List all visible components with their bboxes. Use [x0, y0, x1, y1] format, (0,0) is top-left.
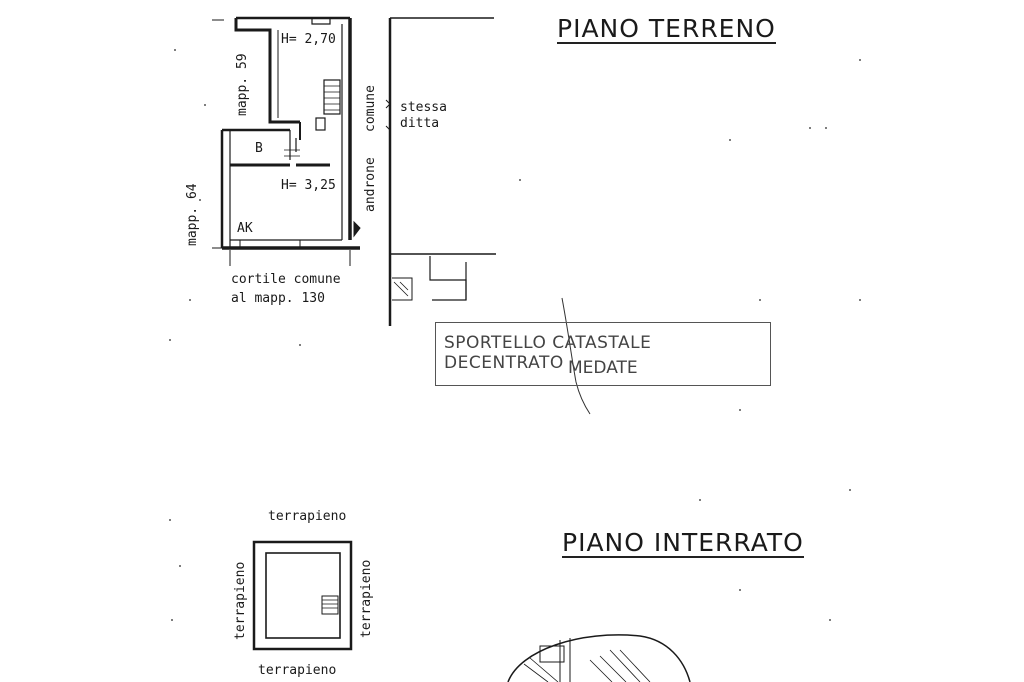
label-room-b: B — [255, 141, 263, 156]
title-piano-terreno: PIANO TERRENO — [557, 14, 776, 44]
label-terrapieno-left: terrapieno — [233, 561, 248, 640]
label-height-upper: H= 2,70 — [281, 32, 336, 47]
label-mapp-130: al mapp. 130 — [231, 291, 325, 306]
drawing-sheet — [160, 0, 860, 682]
label-comune: comune — [363, 85, 378, 132]
label-room-ak: AK — [237, 221, 253, 236]
label-mapp-64: mapp. 64 — [185, 183, 200, 246]
cadastral-office-stamp: SPORTELLO CATASTALE DECENTRATO MEDATE — [435, 322, 771, 386]
label-height-lower: H= 3,25 — [281, 178, 336, 193]
label-terrapieno-top: terrapieno — [268, 509, 347, 524]
label-mapp-59: mapp. 59 — [235, 53, 250, 116]
label-terrapieno-bottom: terrapieno — [258, 663, 337, 678]
stamp-town: MEDATE — [568, 358, 638, 378]
label-androne: androne — [363, 157, 378, 212]
label-terrapieno-right: terrapieno — [359, 559, 374, 638]
label-ditta: ditta — [400, 116, 440, 131]
label-stessa: stessa — [400, 100, 447, 115]
title-piano-interrato: PIANO INTERRATO — [562, 528, 804, 558]
label-cortile-comune: cortile comune — [231, 272, 341, 287]
stamp-office-name: SPORTELLO CATASTALE DECENTRATO — [444, 333, 652, 373]
